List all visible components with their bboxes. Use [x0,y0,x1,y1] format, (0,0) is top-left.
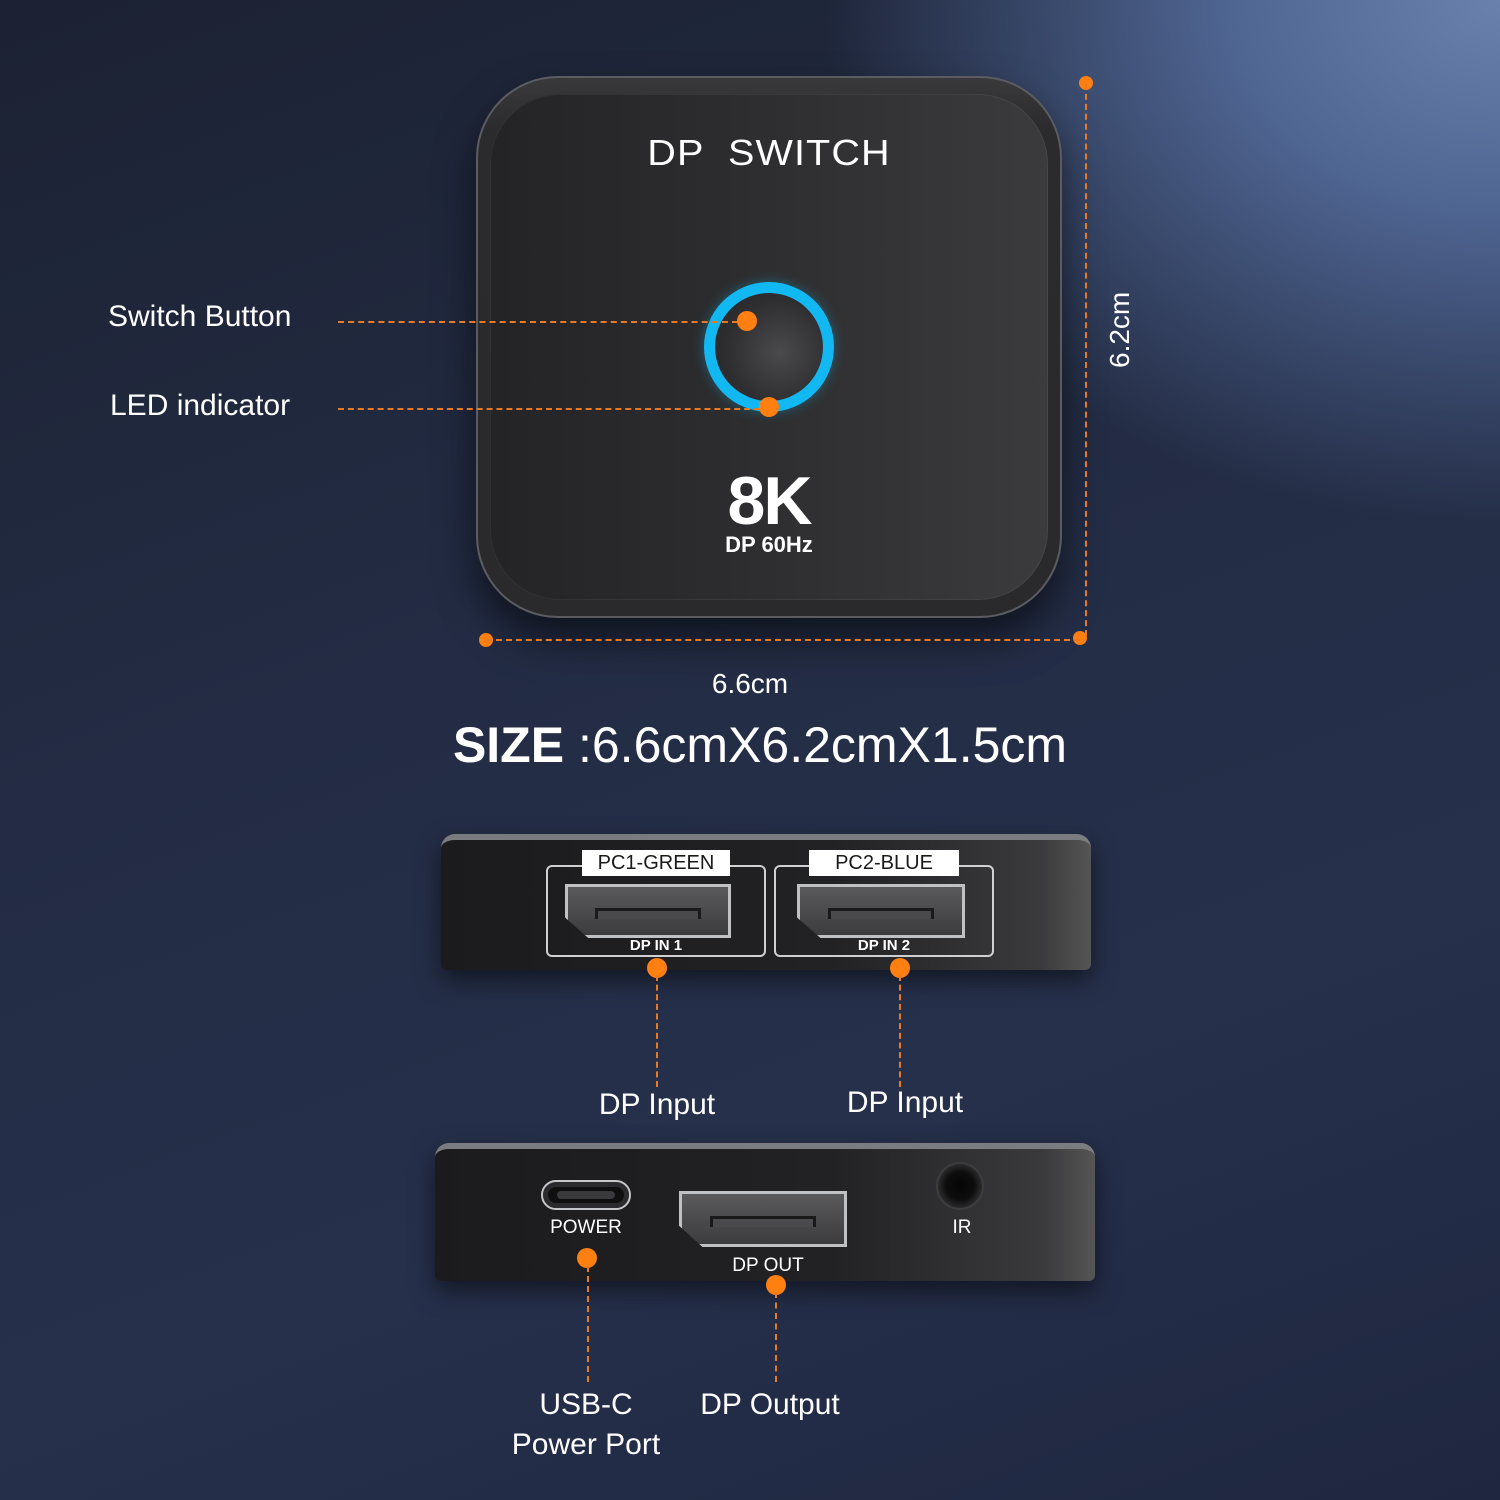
dp-port-in-2 [797,884,965,938]
dimension-width-label: 6.6cm [711,668,789,699]
usb-c-port [541,1180,631,1210]
leader-line-usb-c [587,1266,589,1382]
marker-dot-switch-button [737,311,757,331]
resolution-label: 8K [727,463,813,539]
dp-out-port [679,1191,847,1247]
dimension-line-height [1085,84,1087,636]
marker-dot-usb-c [577,1248,597,1268]
power-port-label: POWER [550,1217,622,1238]
size-spec-label: SIZE [452,717,565,773]
ir-jack [936,1162,984,1210]
dimension-marker-bottom-right [1073,631,1087,645]
leader-line-switch-button [338,321,738,323]
callout-usb-c-line1: USB-C [539,1388,633,1421]
leader-line-led-indicator [338,408,760,410]
leader-line-dp-out [775,1292,777,1382]
dimension-marker-top [1079,76,1093,90]
marker-dot-dp-out [766,1275,786,1295]
port-tag-pc1: PC1-GREEN [582,850,730,876]
dp-port-in-1 [565,884,731,938]
refresh-label: DP 60Hz [725,532,813,557]
callout-led-indicator: LED indicator [110,389,291,422]
callout-dp-input-2: DP Input [846,1086,964,1119]
marker-dot-dp-in-1 [647,958,667,978]
dimension-height-label: 6.2cm [1104,291,1135,368]
port-caption-dp-in-2: DP IN 2 [857,937,911,954]
ir-label: IR [952,1217,972,1238]
marker-dot-led-indicator [759,397,779,417]
device-title: DP SWITCH [647,132,891,173]
dp-out-label: DP OUT [732,1255,804,1276]
callout-dp-input-1: DP Input [598,1088,716,1121]
callout-switch-button: Switch Button [108,300,292,333]
leader-line-dp-in-1 [656,975,658,1087]
dimension-line-width [486,639,1080,641]
size-spec-value: :6.6cmX6.2cmX1.5cm [577,717,1068,773]
marker-dot-dp-in-2 [890,958,910,978]
switch-button-led-ring [704,282,834,412]
callout-usb-c-line2: Power Port [511,1428,661,1461]
device-input-side [441,834,1091,970]
port-tag-pc2: PC2-BLUE [809,850,959,876]
leader-line-dp-in-2 [899,975,901,1087]
callout-dp-output: DP Output [700,1388,840,1421]
size-spec: SIZE :6.6cmX6.2cmX1.5cm [300,716,1220,774]
port-caption-dp-in-1: DP IN 1 [629,937,683,954]
